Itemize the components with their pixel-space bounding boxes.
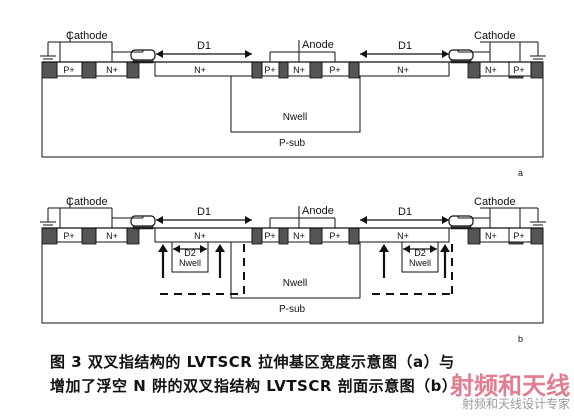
d1-right-label: D1 — [398, 40, 412, 52]
p-plus-anode-right-label: P+ — [329, 231, 340, 241]
sti-block — [41, 227, 58, 245]
ground-left-icon — [40, 42, 56, 63]
p-plus-anode-right-label: P+ — [329, 65, 340, 75]
sti-block — [309, 227, 323, 245]
sti-block — [348, 227, 360, 245]
sti-block — [81, 227, 97, 245]
caption-line-1: 图 3 双叉指结构的 LVTSCR 拉伸基区宽度示意图（a）与 — [50, 353, 455, 371]
sti-block — [309, 61, 323, 79]
sti-block — [530, 227, 544, 245]
d2-left-arrow — [173, 245, 207, 253]
anode-label: Anode — [302, 39, 334, 51]
p-plus-left-label: P+ — [63, 231, 74, 241]
p-plus-anode-left-label: P+ — [264, 65, 275, 75]
watermark-subtitle: 射频和天线设计专家 — [461, 397, 570, 411]
sti-block — [467, 227, 481, 245]
n-plus-anode-label: N+ — [293, 231, 305, 241]
n-plus-right-label: N+ — [485, 231, 497, 241]
d1-left-arrow — [156, 216, 252, 224]
n-plus-right-label: N+ — [485, 65, 497, 75]
cathode-right-label: Cathode — [474, 196, 516, 208]
up-arrow-right-outer — [440, 244, 450, 278]
p-plus-right-label: P+ — [513, 231, 524, 241]
nwell-label: Nwell — [283, 112, 307, 123]
d1-left-label: D1 — [197, 40, 211, 52]
p-sub-label: P-sub — [279, 304, 306, 315]
sti-block — [278, 61, 289, 79]
n-plus-anode-label: N+ — [293, 65, 305, 75]
n-plus-bridge-right-label: N+ — [397, 65, 409, 75]
cathode-left-label: Cathode — [66, 196, 108, 208]
ground-right-icon — [530, 42, 546, 63]
sti-block — [251, 61, 263, 79]
d1-right-arrow — [360, 50, 449, 58]
p-sub-label: P-sub — [279, 138, 306, 149]
ground-left-icon — [40, 208, 56, 229]
up-arrow-left-outer — [158, 244, 168, 278]
n-plus-bridge-left-label: N+ — [194, 231, 206, 241]
diagram-a: P-sub Nwell P+ N+ N+ P+ N+ P+ N+ N+ P+ Cathode Catho… — [40, 30, 546, 178]
sti-block — [467, 61, 481, 79]
n-plus-bridge-right-label: N+ — [397, 231, 409, 241]
d1-right-arrow — [360, 216, 449, 224]
n-plus-bridge-left-label: N+ — [194, 65, 206, 75]
sti-block — [530, 61, 544, 79]
n-plus-left-label: N+ — [106, 231, 118, 241]
floating-nwell-left-label: Nwell — [179, 258, 201, 268]
d2-right-label: D2 — [414, 248, 426, 258]
n-plus-left-label: N+ — [106, 65, 118, 75]
p-plus-anode-left-label: P+ — [264, 231, 275, 241]
p-plus-right-label: P+ — [513, 65, 524, 75]
floating-nwell-right-label: Nwell — [409, 258, 431, 268]
cathode-left-label: Cathode — [66, 30, 108, 42]
sti-block — [41, 61, 58, 79]
up-arrow-left-inner — [215, 244, 225, 278]
diagram-tag-a: a — [518, 168, 523, 178]
nwell-label: Nwell — [283, 278, 307, 289]
diagram-tag-b: b — [518, 334, 523, 344]
watermark-title: 射频和天线 — [450, 372, 570, 400]
caption-line-2: 增加了浮空 N 阱的双叉指结构 LVTSCR 剖面示意图（b） — [50, 377, 458, 395]
sti-block — [126, 61, 140, 79]
d1-left-arrow — [156, 50, 252, 58]
sti-block — [81, 61, 97, 79]
d2-right-arrow — [403, 245, 437, 253]
sti-block — [278, 227, 289, 245]
sti-block — [126, 227, 140, 245]
sti-block — [348, 61, 360, 79]
diagram-b: P-sub Nwell P+ N+ N+ P+ N+ P+ N+ N+ P+ Cathode Catho… — [40, 196, 546, 344]
up-arrow-right-inner — [379, 244, 389, 278]
ground-right-icon — [530, 208, 546, 229]
d1-left-label: D1 — [197, 206, 211, 218]
d1-right-label: D1 — [398, 206, 412, 218]
d2-left-label: D2 — [184, 248, 196, 258]
p-plus-left-label: P+ — [63, 65, 74, 75]
figure-caption: 图 3 双叉指结构的 LVTSCR 拉伸基区宽度示意图（a）与 增加了浮空 N … — [50, 350, 570, 398]
anode-label: Anode — [302, 205, 334, 217]
sti-block — [251, 227, 263, 245]
cathode-right-label: Cathode — [474, 30, 516, 42]
